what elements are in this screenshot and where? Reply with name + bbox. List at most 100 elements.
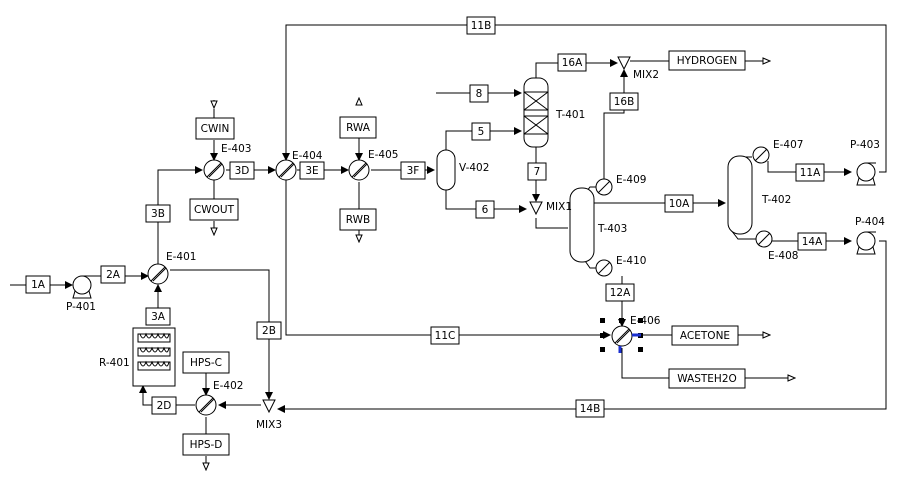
stream-14b-tag[interactable]: 14B bbox=[575, 399, 605, 418]
svg-text:5: 5 bbox=[478, 126, 485, 138]
equipment-labels: P-401 P-403 P-404 E-401 E-402 E-403 E-40… bbox=[66, 69, 885, 431]
svg-text:16B: 16B bbox=[614, 96, 635, 108]
stream-2b-tag[interactable]: 2B bbox=[256, 321, 282, 340]
label-p-401: P-401 bbox=[66, 301, 96, 313]
heat-exchanger-e-410[interactable] bbox=[595, 259, 613, 277]
utility-cwin[interactable]: CWIN bbox=[195, 117, 235, 140]
svg-text:8: 8 bbox=[476, 88, 483, 100]
stream-7-tag[interactable]: 7 bbox=[527, 162, 547, 181]
utility-rwb[interactable]: RWB bbox=[339, 208, 377, 231]
svg-text:RWB: RWB bbox=[346, 214, 370, 226]
label-mix1: MIX1 bbox=[546, 201, 572, 213]
label-t-403: T-403 bbox=[597, 223, 627, 235]
label-e-406: E-406 bbox=[630, 315, 661, 327]
svg-text:11C: 11C bbox=[435, 330, 456, 342]
label-e-409: E-409 bbox=[616, 174, 646, 186]
heat-exchanger-e-402[interactable] bbox=[195, 394, 217, 416]
utility-rwa[interactable]: RWA bbox=[339, 116, 377, 139]
svg-text:2D: 2D bbox=[157, 400, 172, 412]
svg-text:14A: 14A bbox=[802, 236, 823, 248]
stream-3a-tag[interactable]: 3A bbox=[145, 307, 171, 326]
svg-text:HPS-C: HPS-C bbox=[190, 357, 222, 369]
label-v-402: V-402 bbox=[459, 162, 489, 174]
svg-text:RWA: RWA bbox=[346, 122, 371, 134]
product-acetone[interactable]: ACETONE bbox=[671, 325, 739, 346]
label-e-401: E-401 bbox=[166, 251, 196, 263]
stream-1a-tag[interactable]: 1A bbox=[25, 275, 51, 294]
svg-text:11B: 11B bbox=[471, 20, 492, 32]
utility-hps-c[interactable]: HPS-C bbox=[182, 351, 230, 374]
mixer-mix3[interactable] bbox=[262, 399, 276, 414]
label-e-408: E-408 bbox=[768, 250, 798, 262]
heat-exchanger-e-404[interactable] bbox=[275, 159, 297, 181]
svg-text:10A: 10A bbox=[669, 198, 690, 210]
svg-text:16A: 16A bbox=[562, 57, 583, 69]
stream-16a-tag[interactable]: 16A bbox=[557, 53, 587, 72]
svg-text:14B: 14B bbox=[580, 403, 601, 415]
pump-p-403[interactable] bbox=[856, 162, 876, 186]
stream-11b-tag[interactable]: 11B bbox=[466, 16, 496, 35]
stream-2a-tag[interactable]: 2A bbox=[100, 265, 126, 284]
svg-text:HYDROGEN: HYDROGEN bbox=[677, 55, 738, 67]
svg-text:3B: 3B bbox=[151, 208, 165, 220]
label-e-410: E-410 bbox=[616, 255, 646, 267]
mixer-mix2[interactable] bbox=[617, 56, 631, 71]
stream-5-tag[interactable]: 5 bbox=[471, 122, 491, 141]
vessel-v-402[interactable] bbox=[436, 149, 456, 191]
stream-11a-tag[interactable]: 11A bbox=[795, 163, 825, 182]
label-e-403: E-403 bbox=[221, 143, 251, 155]
stream-8-tag[interactable]: 8 bbox=[469, 84, 489, 103]
svg-text:CWIN: CWIN bbox=[201, 123, 230, 135]
heat-exchanger-e-406[interactable] bbox=[600, 318, 643, 353]
svg-text:CWOUT: CWOUT bbox=[194, 204, 235, 216]
heat-exchanger-e-403[interactable] bbox=[203, 159, 225, 181]
heat-exchanger-e-407[interactable] bbox=[752, 146, 770, 164]
svg-text:3F: 3F bbox=[407, 165, 420, 177]
utility-hps-d[interactable]: HPS-D bbox=[182, 433, 230, 456]
stream-12a-tag[interactable]: 12A bbox=[605, 283, 635, 302]
svg-text:2B: 2B bbox=[262, 325, 276, 337]
label-e-407: E-407 bbox=[773, 139, 803, 151]
label-p-404: P-404 bbox=[855, 216, 885, 228]
stream-2d-tag[interactable]: 2D bbox=[151, 396, 177, 415]
heat-exchanger-e-408[interactable] bbox=[755, 230, 773, 248]
stream-3e-tag[interactable]: 3E bbox=[299, 161, 325, 180]
column-t-403[interactable] bbox=[569, 187, 595, 263]
svg-text:12A: 12A bbox=[610, 287, 631, 299]
reactor-r-401[interactable] bbox=[132, 327, 176, 387]
tower-t-401[interactable] bbox=[523, 77, 549, 148]
stream-3b-tag[interactable]: 3B bbox=[145, 204, 171, 223]
stream-11c-tag[interactable]: 11C bbox=[430, 326, 460, 345]
mixer-mix1[interactable] bbox=[529, 201, 543, 216]
product-hydrogen[interactable]: HYDROGEN bbox=[668, 50, 746, 71]
product-wasteh2o[interactable]: WASTEH2O bbox=[668, 368, 746, 389]
utility-cwout[interactable]: CWOUT bbox=[189, 198, 239, 221]
stream-3f-tag[interactable]: 3F bbox=[400, 161, 426, 180]
stream-10a-tag[interactable]: 10A bbox=[664, 194, 694, 213]
stream-6-tag[interactable]: 6 bbox=[475, 200, 495, 219]
label-mix3: MIX3 bbox=[256, 419, 282, 431]
column-t-402[interactable] bbox=[727, 155, 753, 235]
heat-exchanger-e-405[interactable] bbox=[348, 159, 370, 181]
label-e-405: E-405 bbox=[368, 149, 398, 161]
svg-text:WASTEH2O: WASTEH2O bbox=[677, 373, 737, 385]
label-t-401: T-401 bbox=[555, 109, 585, 121]
label-t-402: T-402 bbox=[761, 194, 791, 206]
stream-14a-tag[interactable]: 14A bbox=[797, 232, 827, 251]
label-mix2: MIX2 bbox=[633, 69, 659, 81]
svg-text:ACETONE: ACETONE bbox=[680, 330, 730, 342]
heat-exchanger-e-409[interactable] bbox=[595, 178, 613, 196]
stream-3d-tag[interactable]: 3D bbox=[229, 161, 255, 180]
svg-text:6: 6 bbox=[482, 204, 489, 216]
svg-text:7: 7 bbox=[534, 166, 541, 178]
svg-text:11A: 11A bbox=[800, 167, 821, 179]
stream-16b-tag[interactable]: 16B bbox=[609, 92, 639, 111]
label-e-402: E-402 bbox=[213, 380, 243, 392]
heat-exchanger-e-401[interactable] bbox=[147, 263, 169, 285]
svg-text:3E: 3E bbox=[305, 165, 318, 177]
pump-p-401[interactable] bbox=[72, 275, 92, 299]
svg-text:3D: 3D bbox=[235, 165, 250, 177]
pump-p-404[interactable] bbox=[856, 231, 876, 255]
svg-text:1A: 1A bbox=[31, 279, 46, 291]
